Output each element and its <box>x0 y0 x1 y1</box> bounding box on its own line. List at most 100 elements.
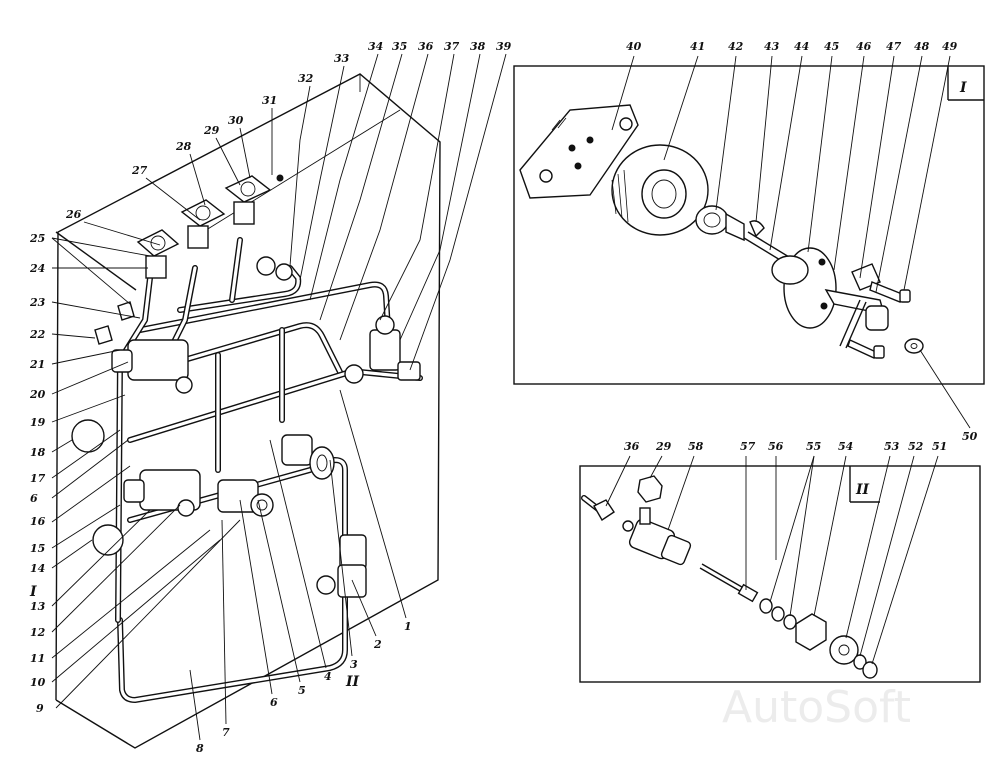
inset-II-leaders <box>605 455 939 665</box>
plunger <box>695 205 745 242</box>
flange-plate <box>519 104 639 199</box>
gauge-24-26 <box>136 229 180 279</box>
inset-II-roman: II <box>855 482 870 498</box>
callout-15: 15 <box>30 542 45 555</box>
callout-13: 13 <box>30 600 46 613</box>
callout-54: 54 <box>838 440 853 453</box>
callout-43: 43 <box>764 40 780 53</box>
leader-lines-main <box>51 53 507 741</box>
callout-51: 51 <box>932 440 947 453</box>
callout-31: 31 <box>262 94 277 107</box>
nut-54 <box>795 613 827 651</box>
callout-30: 30 <box>228 114 244 127</box>
fitting-32 <box>256 256 293 281</box>
main-assembly: 25 24 23 22 21 20 19 18 17 6 16 15 14 I … <box>29 40 512 755</box>
callout-34: 34 <box>368 40 383 53</box>
callout-6a: 6 <box>30 492 38 505</box>
gauge-28 <box>180 199 226 249</box>
callout-18: 18 <box>30 446 46 459</box>
right-coupling <box>281 434 335 480</box>
tee-fitting-lower-right <box>316 534 367 598</box>
main-valve-lower <box>123 469 201 517</box>
mounting-panel <box>55 73 441 749</box>
callout-21: 21 <box>29 358 45 371</box>
callout-9: 9 <box>36 702 44 715</box>
washers-55 <box>759 598 797 630</box>
callout-58: 58 <box>688 440 704 453</box>
callout-36-inset: 36 <box>624 440 640 453</box>
callout-49: 49 <box>942 40 958 53</box>
pipe-stub <box>581 495 615 521</box>
callout-55: 55 <box>806 440 821 453</box>
callout-42: 42 <box>728 40 744 53</box>
callout-roman-II-main: II <box>345 674 360 690</box>
callout-2: 2 <box>373 638 382 651</box>
callout-40: 40 <box>626 40 642 53</box>
disc <box>771 247 837 329</box>
valve-body-58 <box>622 507 692 566</box>
needle-57 <box>699 563 759 603</box>
callout-48: 48 <box>914 40 930 53</box>
callout-4: 4 <box>324 670 332 683</box>
callout-45: 45 <box>824 40 839 53</box>
callout-14: 14 <box>30 562 45 575</box>
callout-7: 7 <box>222 726 230 739</box>
callout-25: 25 <box>29 232 45 245</box>
watermark: AutoSoft <box>722 682 911 733</box>
callout-36: 36 <box>418 40 434 53</box>
callout-39: 39 <box>496 40 512 53</box>
callout-28: 28 <box>175 140 192 153</box>
callout-16: 16 <box>30 515 46 528</box>
callout-roman-I-main: I <box>29 584 37 600</box>
callout-35: 35 <box>392 40 407 53</box>
inset-II-frame <box>579 465 981 683</box>
inset-I-frame <box>513 65 985 385</box>
callout-11: 11 <box>30 652 45 665</box>
callout-19: 19 <box>30 416 46 429</box>
callout-27: 27 <box>131 164 148 177</box>
callout-32: 32 <box>298 72 314 85</box>
callout-50: 50 <box>962 430 978 443</box>
callout-26: 26 <box>65 208 82 221</box>
callout-41: 41 <box>690 40 705 53</box>
callout-20: 20 <box>29 388 46 401</box>
callout-12: 12 <box>30 626 46 639</box>
inset-II: II <box>579 440 981 683</box>
callout-44: 44 <box>794 40 809 53</box>
callout-57: 57 <box>740 440 756 453</box>
bolts <box>847 281 911 359</box>
callout-10: 10 <box>30 676 46 689</box>
sensor-fittings-left <box>71 301 135 556</box>
callout-38: 38 <box>470 40 486 53</box>
inset-II-callouts: 36 29 58 57 56 55 54 53 52 51 <box>624 440 947 453</box>
inset-I-roman: I <box>959 80 967 96</box>
inset-I-leaders <box>611 55 971 429</box>
nut-29 <box>637 475 663 503</box>
ring-housing <box>611 144 709 236</box>
callout-8: 8 <box>196 742 204 755</box>
callout-56: 56 <box>768 440 784 453</box>
washer <box>904 338 924 354</box>
inset-I-callouts: 40 41 42 43 44 45 46 47 48 49 50 <box>626 40 978 443</box>
callout-46: 46 <box>856 40 872 53</box>
callout-1: 1 <box>404 620 412 633</box>
callout-52: 52 <box>908 440 924 453</box>
callout-23: 23 <box>29 296 46 309</box>
center-fitting <box>217 479 274 517</box>
callout-53: 53 <box>884 440 900 453</box>
callout-29: 29 <box>203 124 220 137</box>
gauge-30 <box>224 174 284 225</box>
disc-53 <box>829 635 859 665</box>
tee-fitting-upper-right <box>344 315 421 384</box>
lever-assembly <box>824 263 889 349</box>
callout-6b: 6 <box>270 696 278 709</box>
nut-51 <box>862 661 878 679</box>
callout-22: 22 <box>29 328 46 341</box>
callout-29-inset: 29 <box>655 440 672 453</box>
callout-5: 5 <box>298 684 306 697</box>
callout-24: 24 <box>29 262 45 275</box>
inset-I: I <box>513 40 985 443</box>
callout-47: 47 <box>886 40 902 53</box>
callout-37: 37 <box>444 40 460 53</box>
